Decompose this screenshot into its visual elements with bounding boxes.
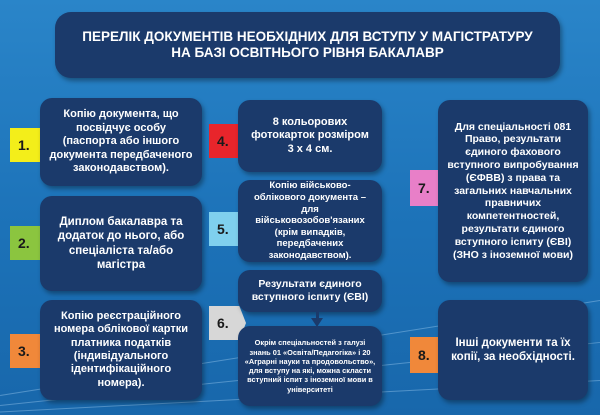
document-item-4: 8 кольорових фотокарток розміром 3 х 4 с… — [238, 100, 382, 172]
document-item-3: Копію реєстраційного номера облікової ка… — [40, 300, 202, 400]
connector-line — [316, 312, 319, 320]
item-text-1: Копію документа, що посвідчує особу (пас… — [49, 108, 193, 175]
document-item-6-results: Результати єдиного вступного іспиту (ЄВІ… — [238, 270, 382, 312]
page-title: ПЕРЕЛІК ДОКУМЕНТІВ НЕОБХІДНИХ ДЛЯ ВСТУПУ… — [55, 12, 560, 78]
document-item-5: Копію військово-облікового документа – д… — [238, 180, 382, 262]
document-item-7: Для спеціальності 081 Право, результати … — [438, 100, 588, 282]
item-text-5: Копію військово-облікового документа – д… — [254, 180, 366, 261]
item-text-3: Копію реєстраційного номера облікової ка… — [53, 309, 189, 389]
document-item-2: Диплом бакалавра та додаток до нього, аб… — [40, 196, 202, 291]
item-text-8: Інші документи та їх копії, за необхідно… — [451, 336, 575, 363]
item-subtext-6: Окрім спеціальностей з галузі знань 01 «… — [244, 338, 376, 394]
document-item-6-note: Окрім спеціальностей з галузі знань 01 «… — [238, 326, 382, 406]
document-item-1: Копію документа, що посвідчує особу (пас… — [40, 98, 202, 186]
item-text-7: Для спеціальності 081 Право, результати … — [447, 120, 579, 261]
down-arrow-icon — [311, 318, 323, 327]
item-text-4: 8 кольорових фотокарток розміром 3 х 4 с… — [251, 115, 369, 155]
item-text-2: Диплом бакалавра та додаток до нього, аб… — [57, 216, 185, 271]
title-line-2: НА БАЗІ ОСВІТНЬОГО РІВНЯ БАКАЛАВР — [171, 45, 444, 60]
title-line-1: ПЕРЕЛІК ДОКУМЕНТІВ НЕОБХІДНИХ ДЛЯ ВСТУПУ… — [82, 28, 533, 44]
document-item-8: Інші документи та їх копії, за необхідно… — [438, 300, 588, 400]
item-text-6: Результати єдиного вступного іспиту (ЄВІ… — [251, 278, 369, 303]
